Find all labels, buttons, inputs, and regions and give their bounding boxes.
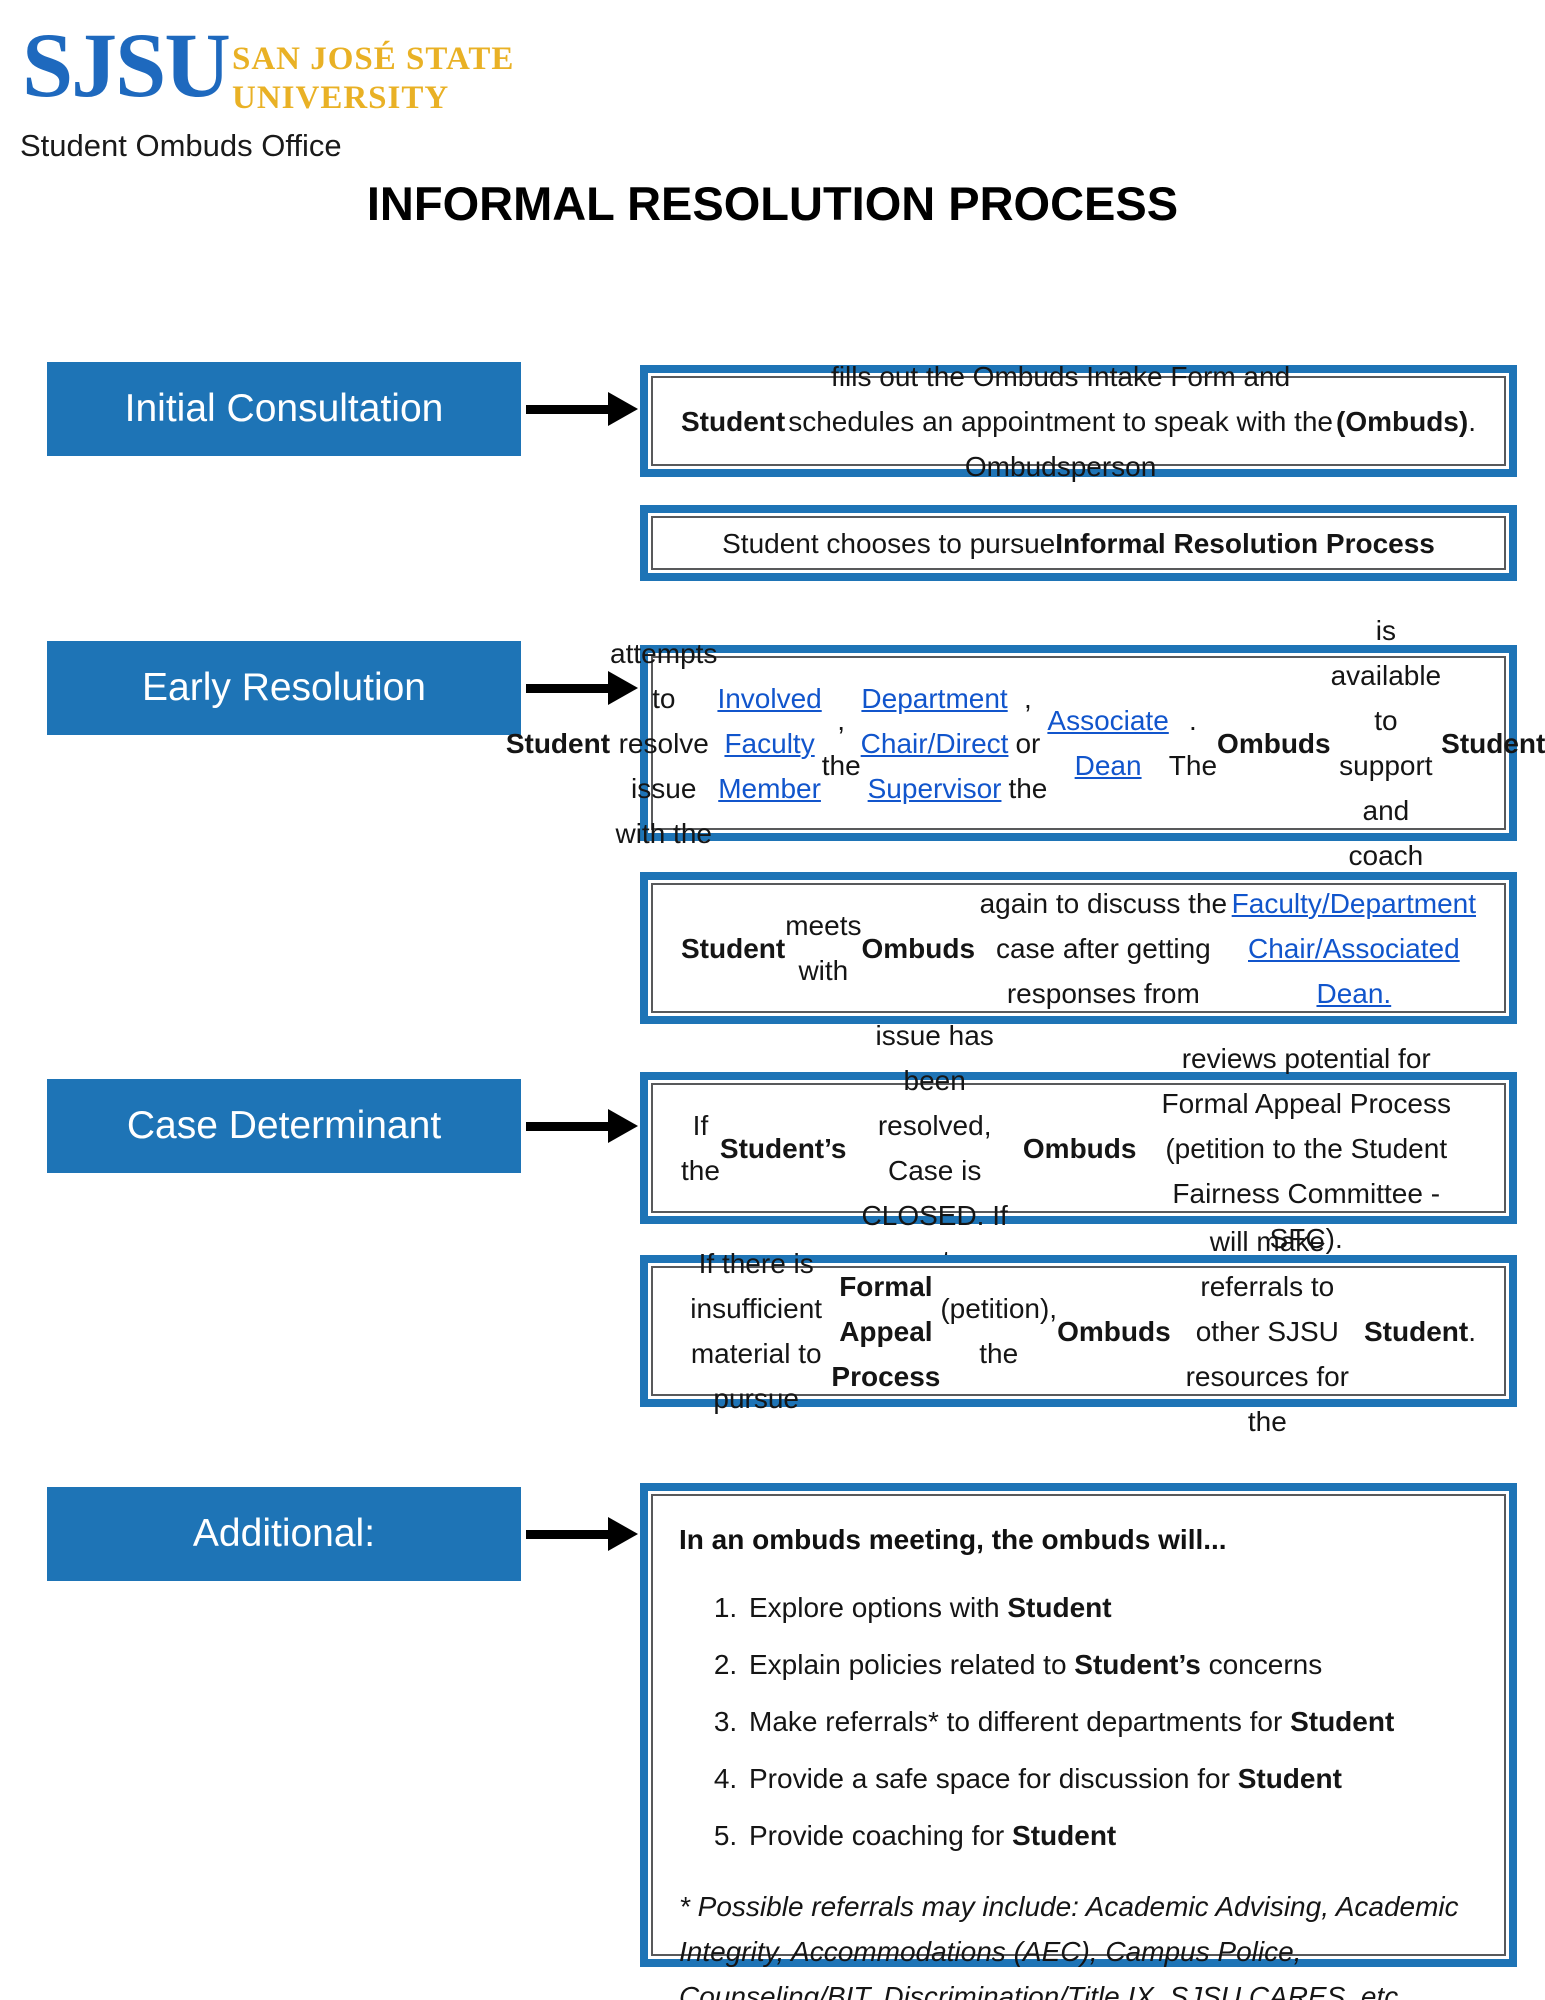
step-case-closed-box: If the Student’s issue has been resolved…: [640, 1020, 1517, 1276]
step-referrals-text: If there is insufficient material to pur…: [651, 1226, 1506, 1437]
arrow-right-icon: [526, 1109, 640, 1143]
ombuds-meeting-heading: In an ombuds meeting, the ombuds will...: [679, 1524, 1227, 1555]
ombuds-action-text: Explain policies related to Student’s co…: [749, 1649, 1323, 1680]
step-intake-text: Student fills out the Ombuds Intake Form…: [651, 361, 1506, 482]
step-attempt-resolution-text: Student attempts to resolve issue with t…: [505, 615, 1545, 871]
step-choose-informal-text: Student chooses to pursue Informal Resol…: [651, 516, 1506, 570]
inline-link[interactable]: Department Chair/Direct Supervisor: [860, 682, 1009, 804]
section-label-initial-consultation: Initial Consultation: [47, 362, 521, 456]
section-label-case-determinant: Case Determinant: [47, 1079, 521, 1173]
step-meet-ombuds-again-text: Student meets with Ombuds again to discu…: [651, 883, 1506, 1013]
additional-info-box: In an ombuds meeting, the ombuds will...…: [640, 1483, 1517, 2000]
ombuds-action-text: Provide coaching for Student: [749, 1820, 1117, 1851]
step-case-closed-text: If the Student’s issue has been resolved…: [651, 1020, 1506, 1276]
ombuds-action-item: Provide a safe space for discussion for …: [745, 1759, 1478, 1799]
step-attempt-resolution-box: Student attempts to resolve issue with t…: [505, 615, 1545, 871]
logo-line1: SAN JOSÉ STATE: [232, 41, 515, 77]
logo-wordmark: SAN JOSÉ STATE UNIVERSITY: [232, 40, 514, 118]
section-label-early-resolution: Early Resolution: [47, 641, 521, 735]
ombuds-actions-list: Explore options with Student Explain pol…: [679, 1588, 1478, 1856]
step-choose-informal-box: Student chooses to pursue Informal Resol…: [640, 505, 1517, 581]
ombuds-action-text: Provide a safe space for discussion for …: [749, 1763, 1342, 1794]
step-meet-ombuds-again-box: Student meets with Ombuds again to discu…: [640, 872, 1517, 1024]
referrals-footnote: * Possible referrals may include: Academ…: [679, 1891, 1459, 2000]
section-label-text: Initial Consultation: [124, 387, 444, 430]
arrow-head: [608, 1517, 638, 1551]
arrow-right-icon: [526, 392, 640, 426]
inline-link[interactable]: Associate Dean: [1047, 705, 1169, 781]
ombuds-action-text: Make referrals* to different departments…: [749, 1706, 1395, 1737]
step-referrals-box: If there is insufficient material to pur…: [640, 1226, 1517, 1437]
section-label-text: Additional:: [192, 1512, 376, 1555]
sjsu-logo: SJSU: [22, 14, 231, 116]
section-label-text: Early Resolution: [142, 666, 426, 709]
ombuds-action-item: Explore options with Student: [745, 1588, 1478, 1628]
ombuds-action-item: Explain policies related to Student’s co…: [745, 1645, 1478, 1685]
ombuds-action-item: Provide coaching for Student: [745, 1816, 1478, 1856]
ombuds-action-text: Explore options with Student: [749, 1592, 1112, 1623]
section-label-text: Case Determinant: [126, 1104, 442, 1147]
arrow-shaft: [526, 683, 608, 693]
logo-line2: UNIVERSITY: [232, 80, 450, 116]
arrow-shaft: [526, 404, 608, 414]
arrow-shaft: [526, 1121, 608, 1131]
step-intake-box: Student fills out the Ombuds Intake Form…: [640, 361, 1517, 482]
section-label-additional: Additional:: [47, 1487, 521, 1581]
ombuds-action-item: Make referrals* to different departments…: [745, 1702, 1478, 1742]
arrow-head: [608, 1109, 638, 1143]
office-name: Student Ombuds Office: [20, 128, 342, 163]
additional-info-content: In an ombuds meeting, the ombuds will...…: [651, 1494, 1506, 2000]
inline-link[interactable]: Faculty/Department Chair/Associated Dean…: [1231, 887, 1476, 1009]
arrow-head: [608, 671, 638, 705]
arrow-shaft: [526, 1529, 608, 1539]
inline-link[interactable]: Involved Faculty Member: [717, 682, 822, 804]
arrow-right-icon: [526, 671, 640, 705]
page-title: INFORMAL RESOLUTION PROCESS: [366, 177, 1179, 230]
arrow-right-icon: [526, 1517, 640, 1551]
arrow-head: [608, 392, 638, 426]
